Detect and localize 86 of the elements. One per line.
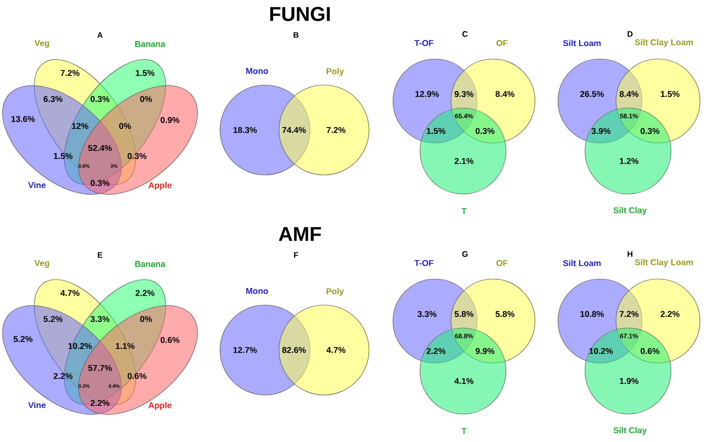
region-percentage: 0%	[140, 96, 152, 102]
panel-letter: H	[628, 251, 632, 257]
node-label: Silt Clay Loam	[634, 259, 693, 267]
region-percentage: 12.9%	[416, 91, 439, 97]
node-label: Banana	[135, 41, 166, 47]
node-label: Mono	[246, 288, 268, 294]
region-percentage: 2.2%	[54, 373, 72, 379]
region-percentage: 6.3%	[44, 96, 62, 102]
section-title: FUNGI	[270, 6, 330, 22]
region-percentage: 7.2%	[326, 127, 346, 133]
panel-letter: C	[462, 31, 468, 37]
region-percentage: 2.2%	[136, 290, 154, 296]
region-percentage: 9.9%	[476, 348, 494, 354]
region-percentage: 57.7%	[88, 365, 112, 371]
node-label: Silt Clay	[613, 207, 647, 215]
region-percentage: 5.2%	[44, 316, 62, 322]
region-percentage: 1.5%	[54, 153, 72, 159]
region-percentage: 0%	[140, 316, 152, 322]
region-percentage: 3.3%	[90, 316, 110, 322]
section-title: AMF	[278, 227, 321, 241]
region-percentage: 5.2%	[14, 336, 32, 342]
node-label: Mono	[246, 68, 268, 74]
region-percentage: 0.3%	[90, 96, 110, 102]
node-label: Silt Clay	[613, 427, 647, 435]
node-label: OF	[496, 40, 508, 46]
region-percentage: 12.7%	[233, 347, 257, 353]
region-percentage: 2.2%	[90, 400, 110, 406]
region-percentage: 1.2%	[620, 158, 638, 164]
region-percentage: 10.2%	[590, 348, 613, 354]
panel-letter: E	[98, 252, 102, 258]
region-percentage: 9.3%	[454, 91, 474, 97]
region-percentage: 1.5%	[426, 128, 446, 134]
region-percentage: 0.3%	[640, 128, 660, 134]
node-label: T	[462, 428, 467, 434]
node-label: T-OF	[414, 40, 434, 46]
node-label: T	[462, 208, 467, 214]
region-percentage: 4.1%	[454, 378, 474, 384]
node-label: Banana	[135, 261, 166, 267]
region-percentage: 1.1%	[116, 343, 134, 349]
region-percentage: 3.9%	[592, 128, 610, 134]
region-percentage: 0.3%	[90, 180, 110, 186]
node-label: OF	[496, 260, 508, 266]
region-percentage: 18.3%	[233, 127, 257, 133]
region-percentage: 7.2%	[60, 70, 80, 76]
region-percentage: 10.8%	[580, 311, 604, 317]
region-percentage: 0.3%	[476, 128, 494, 134]
panel-letter: F	[294, 252, 298, 258]
region-percentage: 0.9%	[160, 117, 180, 123]
panel-letter: D	[628, 31, 633, 37]
region-percentage: 1.5%	[136, 70, 154, 76]
node-label: Silt Loam	[563, 260, 601, 266]
region-percentage: 0.6%	[160, 337, 180, 343]
region-percentage: 26.5%	[580, 91, 604, 97]
region-percentage: 1.5%	[660, 91, 680, 97]
node-label: Veg	[34, 260, 49, 268]
node-label: Silt Clay Loam	[634, 39, 693, 47]
node-label: Silt Loam	[563, 40, 601, 46]
panel-letter: A	[97, 32, 103, 38]
region-percentage: 0%	[119, 123, 131, 129]
region-percentage: 3.3%	[418, 311, 436, 318]
panel-letter: G	[462, 251, 468, 257]
region-percentage: 0.3%	[128, 153, 146, 159]
node-label: Poly	[326, 68, 344, 76]
region-percentage: 82.6%	[282, 347, 306, 353]
region-percentage: 8.4%	[620, 91, 638, 97]
region-percentage: 2.2%	[660, 311, 680, 317]
region-percentage: 10.2%	[68, 343, 92, 349]
region-percentage: 4.7%	[326, 347, 346, 353]
region-percentage: 2.2%	[426, 348, 446, 354]
region-percentage: 1.9%	[620, 378, 638, 384]
panel-letter: B	[294, 32, 299, 38]
region-percentage: 7.2%	[620, 311, 638, 317]
region-percentage: 74.4%	[282, 127, 306, 133]
region-percentage: 0.6%	[640, 348, 660, 354]
region-percentage: 4.7%	[60, 290, 80, 296]
region-percentage: 2.1%	[454, 158, 474, 164]
region-percentage: 12%	[72, 123, 88, 129]
node-label: Veg	[34, 40, 49, 48]
region-percentage: 5.8%	[454, 311, 474, 317]
node-label: Poly	[326, 288, 344, 296]
region-percentage: 8.4%	[496, 91, 514, 97]
region-percentage: 0.6%	[128, 373, 146, 379]
region-percentage: 5.8%	[496, 311, 514, 317]
region-percentage: 52.4%	[88, 145, 112, 151]
node-label: T-OF	[414, 260, 434, 266]
region-percentage: 13.6%	[11, 116, 35, 122]
